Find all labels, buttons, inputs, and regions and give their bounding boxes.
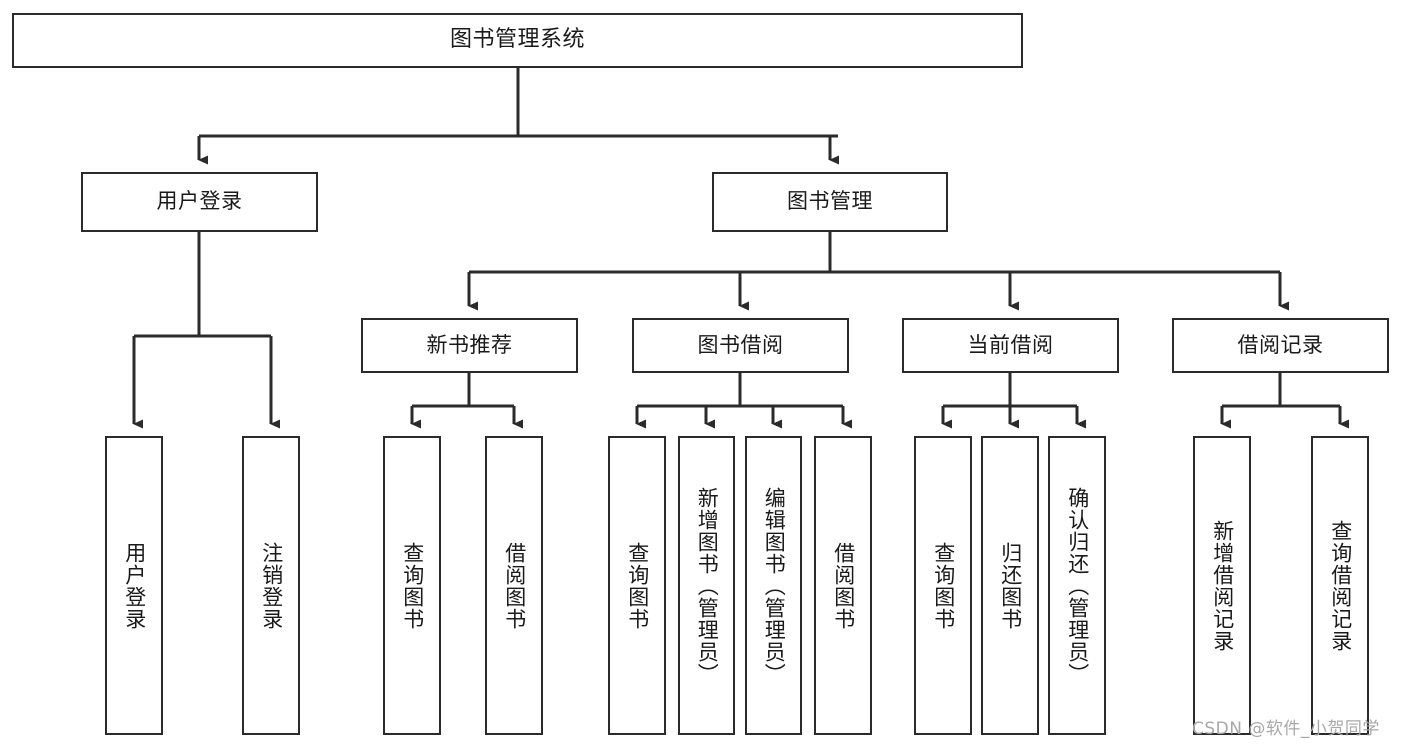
node-current-borrow[interactable]: 当前借阅 — [902, 318, 1119, 373]
node-user-login-label: 用户登录 — [156, 189, 243, 214]
node-borrow-record-label: 借阅记录 — [1237, 332, 1324, 357]
node-root-label: 图书管理系统 — [449, 27, 585, 53]
node-root[interactable]: 图书管理系统 — [12, 13, 1023, 68]
node-book-borrow-label: 图书借阅 — [697, 332, 784, 357]
node-leaf-query-record-label: 查询借阅记录 — [1328, 519, 1353, 652]
node-leaf-confirm-return[interactable]: 确认归还（管理员） — [1048, 436, 1106, 735]
node-leaf-user-login[interactable]: 用户登录 — [105, 436, 163, 735]
node-leaf-logout-login-label: 注销登录 — [259, 541, 284, 630]
node-user-login[interactable]: 用户登录 — [81, 172, 318, 232]
node-leaf-query-book-1-label: 查询图书 — [400, 541, 425, 630]
node-leaf-logout-login[interactable]: 注销登录 — [242, 436, 300, 735]
node-leaf-query-book-1[interactable]: 查询图书 — [383, 436, 441, 735]
node-leaf-query-book-3[interactable]: 查询图书 — [914, 436, 972, 735]
node-new-book-recommend[interactable]: 新书推荐 — [361, 318, 578, 373]
node-leaf-add-record[interactable]: 新增借阅记录 — [1193, 436, 1251, 735]
node-leaf-borrow-book-1-label: 借阅图书 — [502, 541, 527, 630]
node-leaf-query-book-2-label: 查询图书 — [625, 541, 650, 630]
node-leaf-borrow-book-2-label: 借阅图书 — [831, 541, 856, 630]
node-current-borrow-label: 当前借阅 — [967, 332, 1054, 357]
node-leaf-edit-book-label: 编辑图书（管理员） — [762, 486, 787, 685]
node-book-management-label: 图书管理 — [787, 189, 873, 214]
node-leaf-confirm-return-label: 确认归还（管理员） — [1065, 486, 1090, 685]
node-book-borrow[interactable]: 图书借阅 — [632, 318, 849, 373]
node-leaf-add-record-label: 新增借阅记录 — [1210, 519, 1235, 652]
node-leaf-query-book-2[interactable]: 查询图书 — [608, 436, 666, 735]
node-leaf-add-book-label: 新增图书（管理员） — [695, 486, 720, 685]
node-book-management[interactable]: 图书管理 — [712, 172, 948, 232]
node-leaf-add-book[interactable]: 新增图书（管理员） — [678, 436, 735, 735]
node-leaf-query-record[interactable]: 查询借阅记录 — [1311, 436, 1369, 735]
node-leaf-borrow-book-1[interactable]: 借阅图书 — [485, 436, 543, 735]
node-leaf-return-book-label: 归还图书 — [998, 541, 1023, 630]
node-leaf-borrow-book-2[interactable]: 借阅图书 — [814, 436, 872, 735]
node-borrow-record[interactable]: 借阅记录 — [1172, 318, 1389, 373]
node-leaf-return-book[interactable]: 归还图书 — [981, 436, 1039, 735]
node-leaf-user-login-label: 用户登录 — [122, 541, 147, 630]
node-leaf-query-book-3-label: 查询图书 — [931, 541, 956, 630]
node-new-book-recommend-label: 新书推荐 — [426, 332, 513, 357]
node-leaf-edit-book[interactable]: 编辑图书（管理员） — [745, 436, 802, 735]
